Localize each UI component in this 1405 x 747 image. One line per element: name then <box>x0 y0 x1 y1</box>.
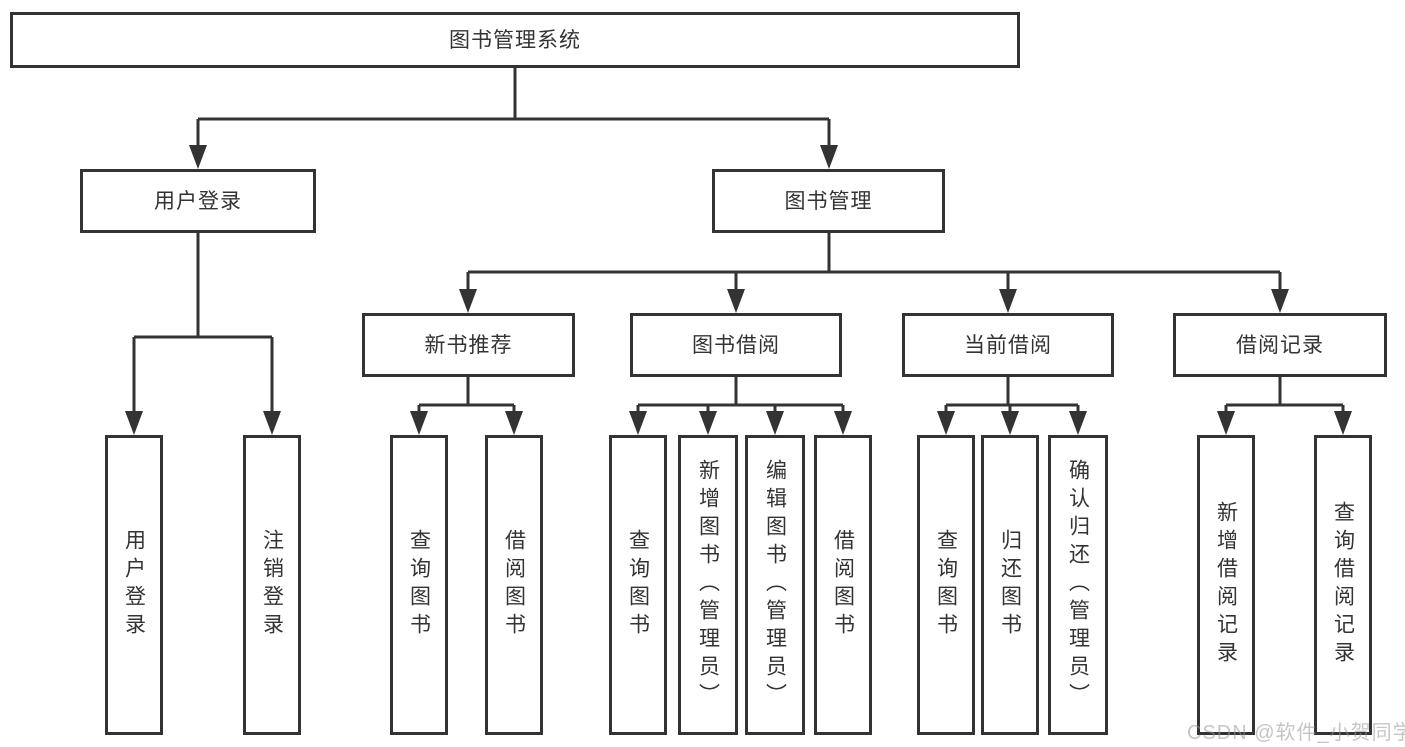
leaf-query-books-recommend: 查询图书 <box>390 435 448 735</box>
leaf-edit-book-admin: 编辑图书（管理员） <box>745 435 805 735</box>
leaf-logout: 注销登录 <box>243 435 301 735</box>
leaf-borrow-book: 借阅图书 <box>814 435 872 735</box>
node-book-borrowing: 图书借阅 <box>630 313 842 377</box>
leaf-add-book-admin: 新增图书（管理员） <box>678 435 738 735</box>
leaf-add-borrow-record: 新增借阅记录 <box>1197 435 1255 735</box>
node-user-login: 用户登录 <box>80 169 316 233</box>
csdn-watermark: CSDN @软件_小贺同学 <box>1187 722 1405 744</box>
leaf-borrow-books-recommend: 借阅图书 <box>485 435 543 735</box>
leaf-user-login: 用户登录 <box>105 435 163 735</box>
leaf-confirm-return-admin: 确认归还（管理员） <box>1048 435 1108 735</box>
node-new-book-recommend: 新书推荐 <box>362 313 575 377</box>
node-library-management-system: 图书管理系统 <box>10 12 1020 68</box>
leaf-return-book: 归还图书 <box>981 435 1039 735</box>
leaf-query-borrow-record: 查询借阅记录 <box>1314 435 1372 735</box>
node-borrowing-records: 借阅记录 <box>1173 313 1387 377</box>
node-current-borrowing: 当前借阅 <box>902 313 1114 377</box>
node-book-management: 图书管理 <box>712 169 945 233</box>
leaf-query-books-borrowing: 查询图书 <box>609 435 667 735</box>
leaf-query-books-current: 查询图书 <box>917 435 975 735</box>
